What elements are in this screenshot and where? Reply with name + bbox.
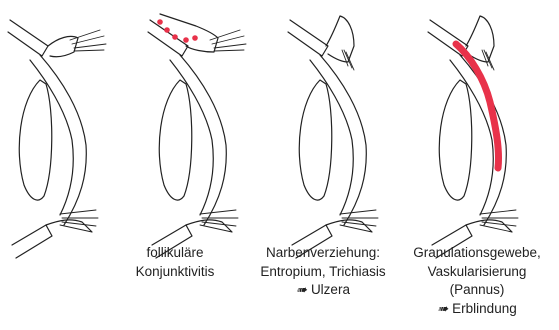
follicle-dot <box>172 34 178 40</box>
caption-line: Entropium, Trichiasis <box>248 263 398 282</box>
eye-panel-follicular <box>148 14 246 258</box>
eye-panel-scarring <box>288 16 378 258</box>
arrow-right-icon: ➠ <box>296 281 307 300</box>
arrow-right-icon: ➠ <box>437 300 448 319</box>
caption-line: Narbenverziehung: <box>248 244 398 263</box>
caption-line: Konjunktivitis <box>125 263 225 282</box>
caption-line: (Pannus) <box>402 281 552 300</box>
caption-arrow-text: Ulzera <box>311 282 350 297</box>
follicle-dot <box>157 19 163 25</box>
caption-arrow-text: Erblindung <box>452 301 517 316</box>
caption-pannus: Granulationsgewebe, Vaskularisierung (Pa… <box>402 244 552 318</box>
caption-scarring: Narbenverziehung: Entropium, Trichiasis … <box>248 244 398 300</box>
caption-line: ➠ Ulzera <box>248 281 398 300</box>
follicle-dot <box>183 37 189 43</box>
pannus-lesion <box>456 44 499 168</box>
follicle-dot <box>192 35 198 41</box>
caption-line: follikuläre <box>125 244 225 263</box>
eye-panel-normal <box>8 20 106 258</box>
eye-panel-pannus <box>428 16 518 258</box>
follicle-dot <box>164 27 170 33</box>
caption-line: Granulationsgewebe, <box>402 244 552 263</box>
caption-line: ➠ Erblindung <box>402 300 552 319</box>
caption-follicular: follikuläre Konjunktivitis <box>125 244 225 281</box>
caption-line: Vaskularisierung <box>402 263 552 282</box>
